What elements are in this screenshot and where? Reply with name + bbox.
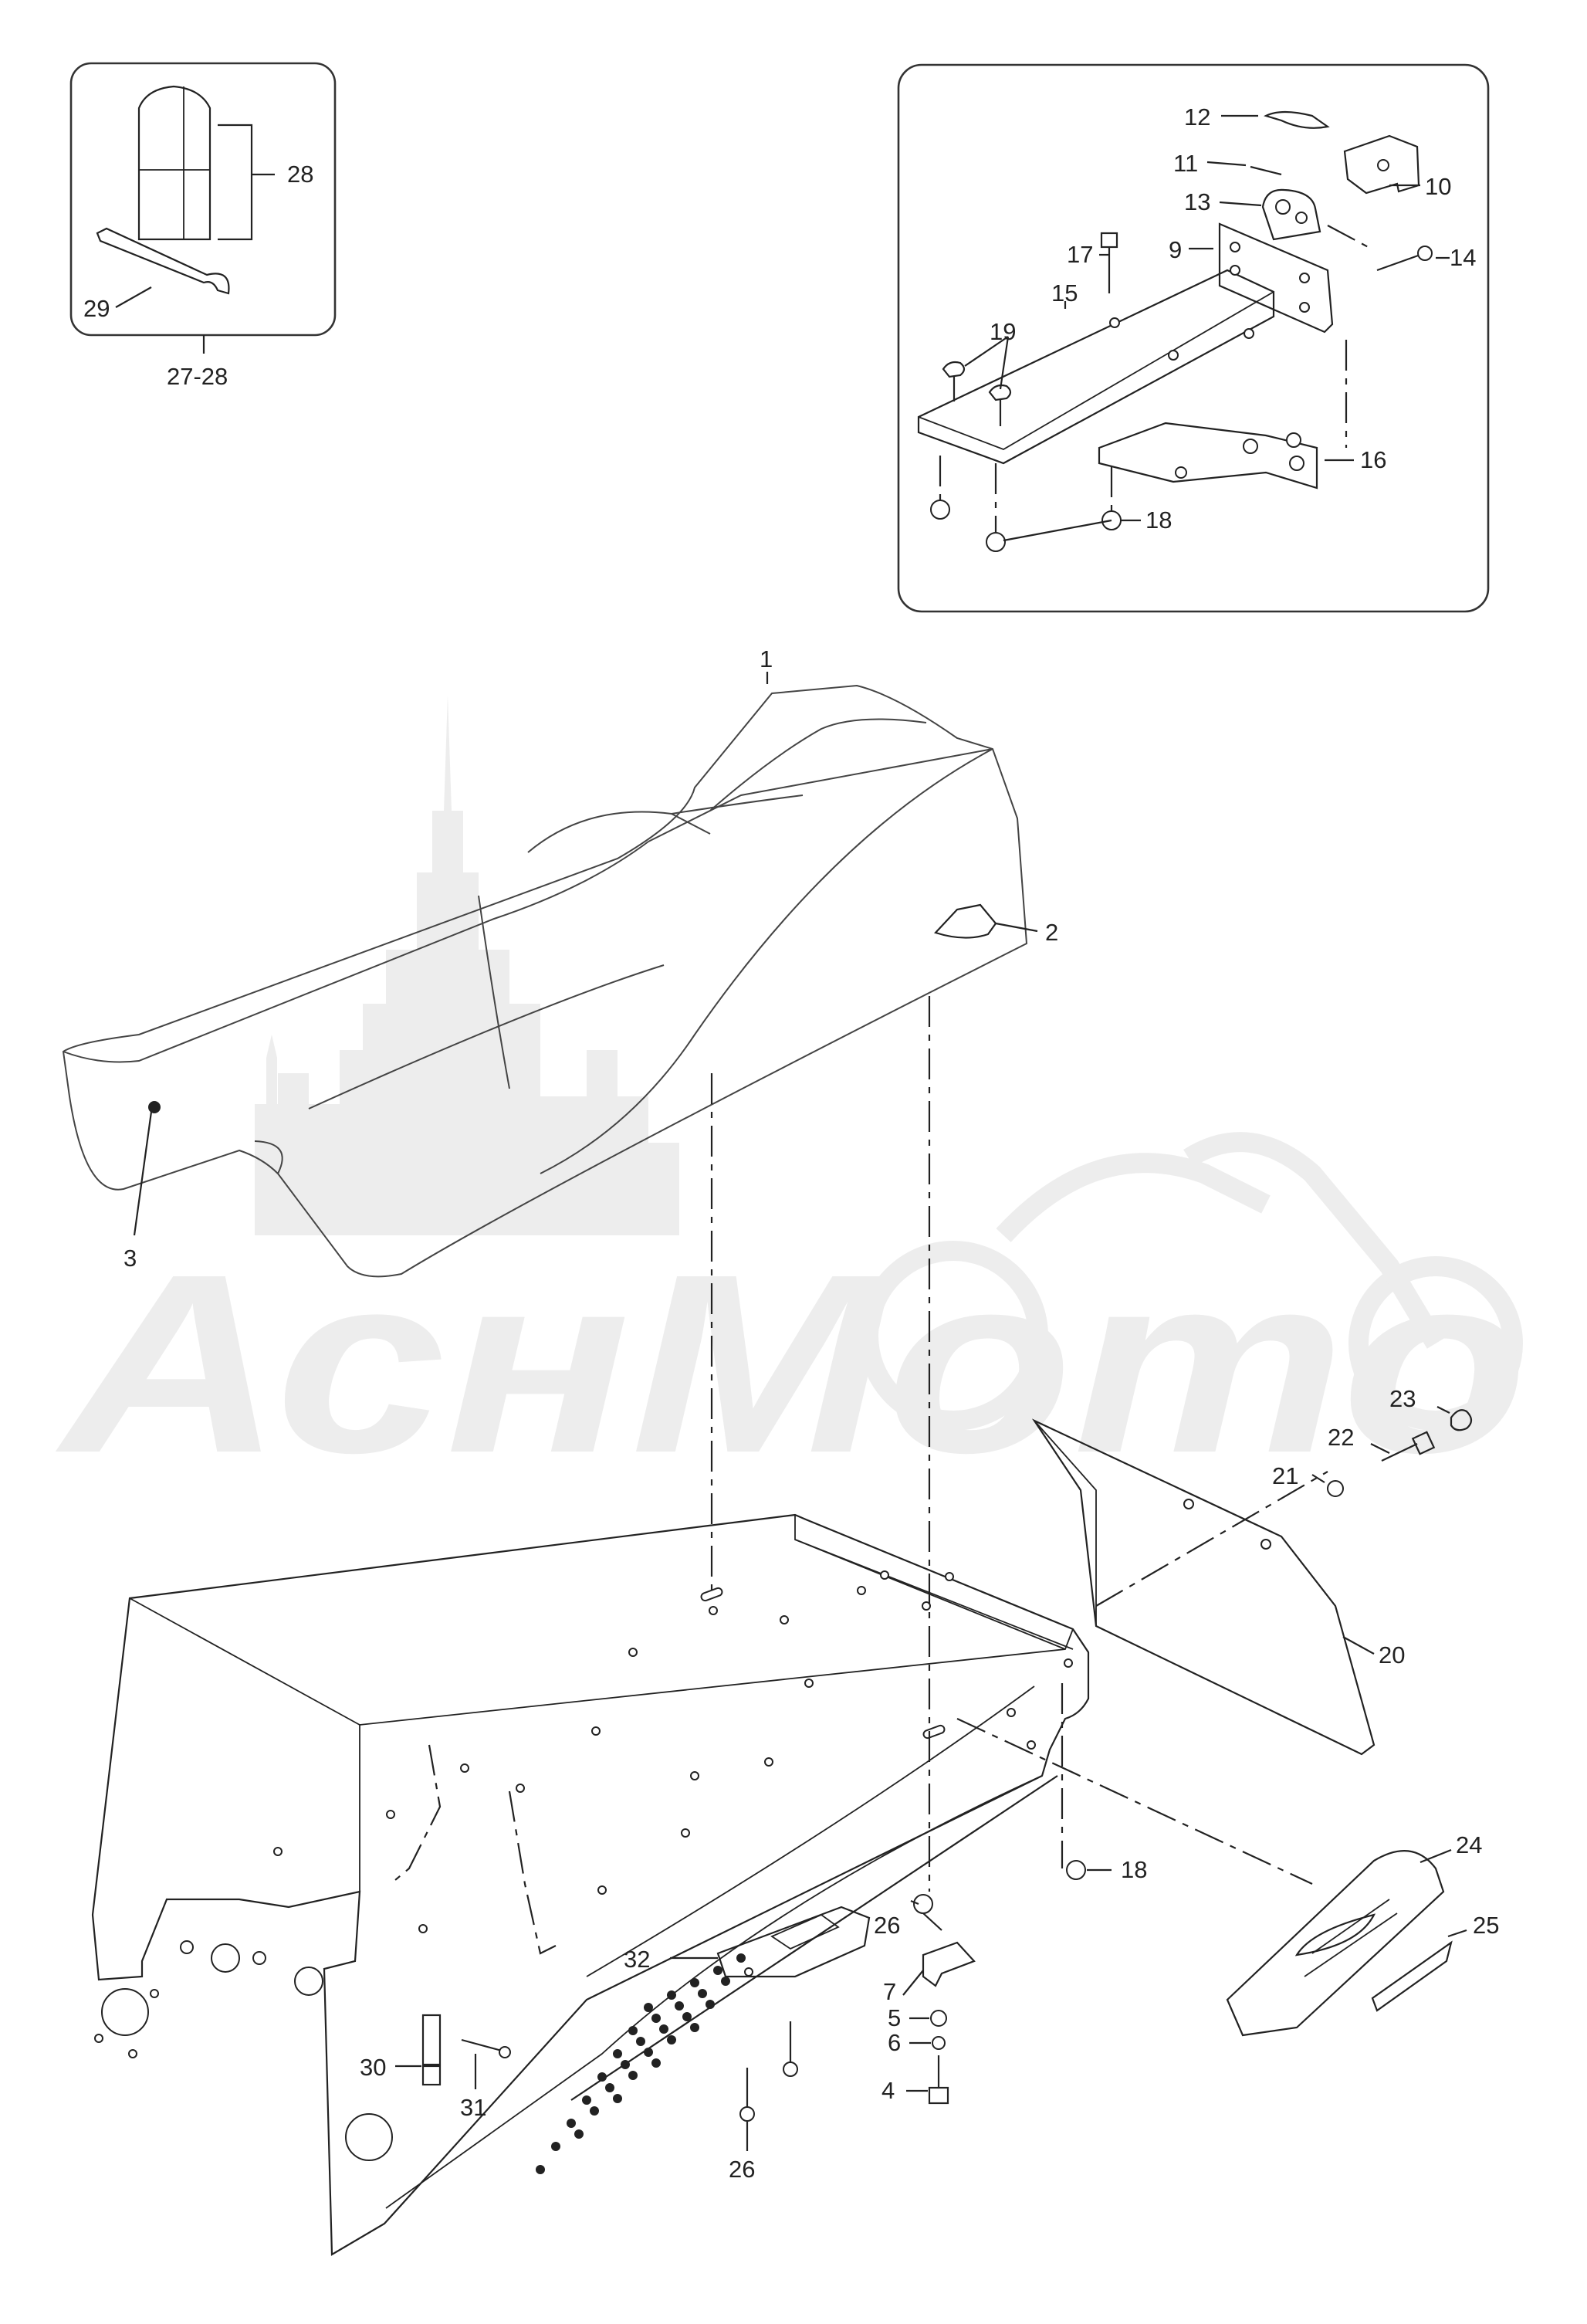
label-1: 1 [760, 645, 773, 672]
label-22: 22 [1328, 1424, 1354, 1451]
label-32: 32 [624, 1946, 650, 1973]
seat [62, 672, 1038, 1278]
label-10: 10 [1425, 173, 1451, 200]
label-9: 9 [1169, 236, 1182, 263]
part-30-31 [395, 2014, 511, 2089]
part-20 [1031, 1418, 1376, 1756]
label-20: 20 [1379, 1641, 1405, 1668]
kit-caption: 27-28 [167, 363, 228, 390]
label-19: 19 [990, 318, 1016, 345]
label-29: 29 [83, 295, 110, 322]
hardware-stack [902, 1894, 976, 2105]
latch-box [897, 63, 1490, 613]
label-21: 21 [1272, 1462, 1298, 1489]
label-26-lower: 26 [729, 2156, 755, 2183]
label-31: 31 [460, 2094, 486, 2121]
label-24: 24 [1456, 1831, 1482, 1858]
kit-box [69, 62, 337, 354]
watermark: АснМото [52, 695, 1528, 1506]
label-30: 30 [360, 2054, 386, 2081]
label-4: 4 [881, 2077, 895, 2104]
label-13: 13 [1184, 188, 1210, 215]
screws-26-lower [739, 2021, 798, 2151]
label-23: 23 [1389, 1385, 1416, 1412]
perforations [536, 1953, 746, 2174]
part-18-lower [1066, 1860, 1112, 1880]
label-25: 25 [1473, 1912, 1499, 1939]
label-15: 15 [1051, 279, 1078, 307]
parts-21-23 [1311, 1406, 1473, 1497]
label-18-lower: 18 [1121, 1856, 1147, 1883]
label-28: 28 [287, 161, 313, 188]
assembly-lines [710, 996, 1328, 1892]
label-14: 14 [1450, 244, 1476, 271]
label-17: 17 [1067, 241, 1093, 268]
label-5: 5 [888, 2004, 901, 2031]
label-16: 16 [1360, 446, 1386, 473]
label-11: 11 [1173, 150, 1198, 177]
seat-frame [91, 1513, 1090, 2256]
label-18-top: 18 [1145, 506, 1172, 534]
label-7: 7 [883, 1978, 896, 2005]
label-6: 6 [888, 2029, 901, 2056]
label-3: 3 [124, 1245, 137, 1272]
label-12: 12 [1184, 103, 1210, 130]
parts-24-25 [1226, 1848, 1467, 2037]
watermark-text: АснМото [52, 1221, 1528, 1506]
label-2: 2 [1045, 919, 1058, 946]
label-26-upper: 26 [874, 1912, 900, 1939]
part-32 [670, 1906, 871, 1978]
